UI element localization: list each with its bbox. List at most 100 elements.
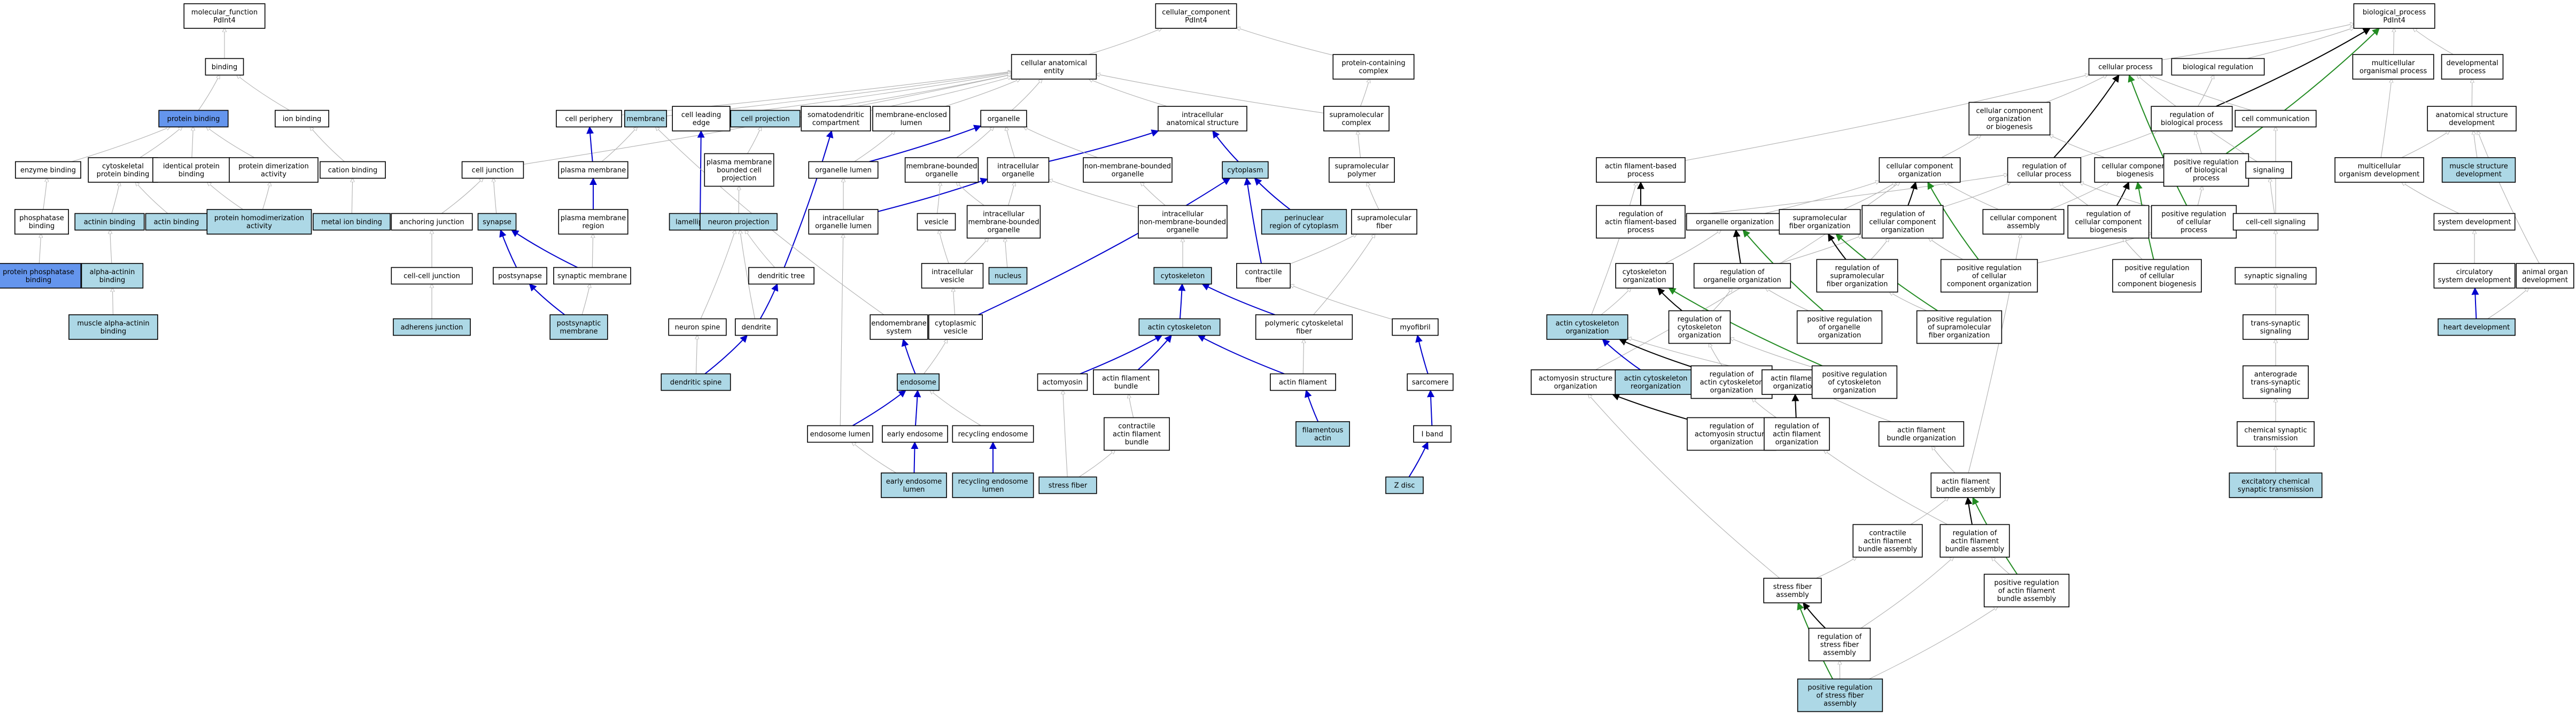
node-actinin-binding[interactable]: actinin binding — [74, 213, 145, 231]
node-cellular-process[interactable]: cellular process — [2088, 58, 2163, 76]
node-synaptic-membrane[interactable]: synaptic membrane — [553, 267, 631, 285]
node-endosome[interactable]: endosome — [897, 373, 940, 391]
node-sarcomere[interactable]: sarcomere — [1407, 373, 1454, 391]
node-vesicle[interactable]: vesicle — [917, 213, 956, 231]
node-metal-ion-binding[interactable]: metal ion binding — [313, 213, 391, 231]
node-cation-binding[interactable]: cation binding — [320, 161, 386, 179]
node-recycling-endosome[interactable]: recycling endosome — [952, 425, 1034, 443]
node-binding[interactable]: binding — [205, 58, 244, 76]
node-adherens-junction[interactable]: adherens junction — [393, 318, 471, 336]
node-z-disc[interactable]: Z disc — [1385, 476, 1424, 494]
node-neuron-spine[interactable]: neuron spine — [668, 318, 727, 336]
node-cell-cell-junction[interactable]: cell-cell junction — [391, 267, 473, 285]
node-cell-communication[interactable]: cell communication — [2234, 110, 2317, 128]
node-synapse[interactable]: synapse — [477, 213, 517, 231]
node-plasma-membrane[interactable]: plasma membrane — [558, 161, 629, 179]
node-nucleus[interactable]: nucleus — [988, 267, 1028, 285]
node-membrane[interactable]: membrane — [624, 110, 668, 128]
node-actin-filament[interactable]: actin filament — [1270, 373, 1336, 391]
node-cell-projection[interactable]: cell projection — [730, 110, 801, 128]
node-postsynapse[interactable]: postsynapse — [493, 267, 547, 285]
node-synaptic-signaling[interactable]: synaptic signaling — [2234, 267, 2317, 285]
node-protein-binding[interactable]: protein binding — [158, 110, 229, 128]
node-system-development[interactable]: system development — [2433, 213, 2516, 231]
node-dendrite[interactable]: dendrite — [735, 318, 778, 336]
node-biological-regulation[interactable]: biological regulation — [2171, 58, 2265, 76]
node-organelle[interactable]: organelle — [980, 110, 1027, 128]
node-cytoskeleton[interactable]: cytoskeleton — [1153, 267, 1212, 285]
node-ion-binding[interactable]: ion binding — [275, 110, 329, 128]
node-endosome-lumen[interactable]: endosome lumen — [807, 425, 873, 443]
node-organelle-lumen[interactable]: organelle lumen — [808, 161, 879, 179]
node-actomyosin[interactable]: actomyosin — [1037, 373, 1088, 391]
node-intracellular-nmb-org[interactable]: intracellularnon-membrane-boundedorganel… — [1138, 205, 1228, 239]
node-dendritic-tree[interactable]: dendritic tree — [748, 267, 814, 285]
node-actin-binding[interactable]: actin binding — [145, 213, 208, 231]
node-stress-fiber[interactable]: stress fiber — [1038, 476, 1097, 494]
node-early-endosome[interactable]: early endosome — [882, 425, 948, 443]
node-heart-development[interactable]: heart development — [2438, 318, 2516, 336]
node-cell-cell-signaling[interactable]: cell-cell signaling — [2232, 213, 2319, 231]
node-anchoring-junction[interactable]: anchoring junction — [391, 213, 473, 231]
